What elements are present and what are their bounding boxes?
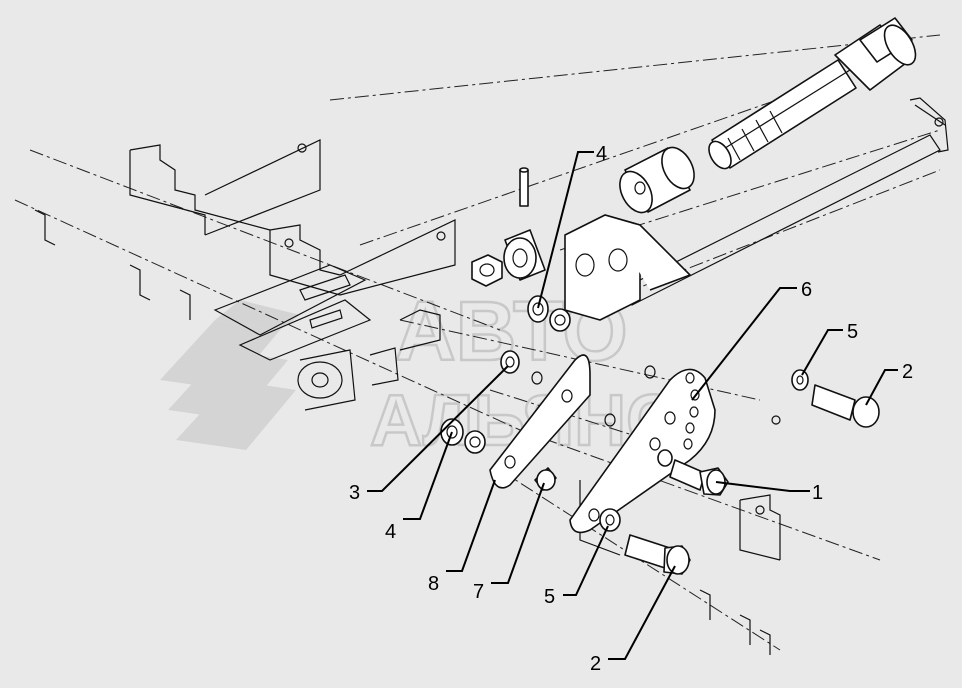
callout-1: 1 — [812, 482, 823, 504]
callout-labels: 4 6 5 2 1 3 4 8 7 5 2 — [349, 143, 913, 675]
callout-5-right: 5 — [847, 321, 858, 343]
callout-7: 7 — [473, 581, 484, 603]
coupling-sleeve — [619, 146, 695, 214]
callout-3: 3 — [349, 482, 360, 504]
mounting-bracket — [564, 214, 691, 321]
bolt-2-bottom — [599, 508, 691, 575]
leader-lines — [367, 151, 898, 660]
watermark-emblem — [160, 300, 300, 450]
callout-2-bottom: 2 — [590, 653, 601, 675]
callout-2-right: 2 — [902, 361, 913, 383]
callout-6: 6 — [801, 279, 812, 301]
callout-5-bottom: 5 — [544, 586, 555, 608]
bolt-1 — [669, 459, 729, 496]
bolt-2-right — [791, 369, 880, 428]
callout-4-top: 4 — [596, 143, 607, 165]
link-plate-6 — [569, 365, 716, 534]
adjusting-screw — [708, 17, 917, 170]
bushing-and-pin — [471, 167, 546, 287]
callout-8: 8 — [428, 573, 439, 595]
callout-4-left: 4 — [385, 521, 396, 543]
